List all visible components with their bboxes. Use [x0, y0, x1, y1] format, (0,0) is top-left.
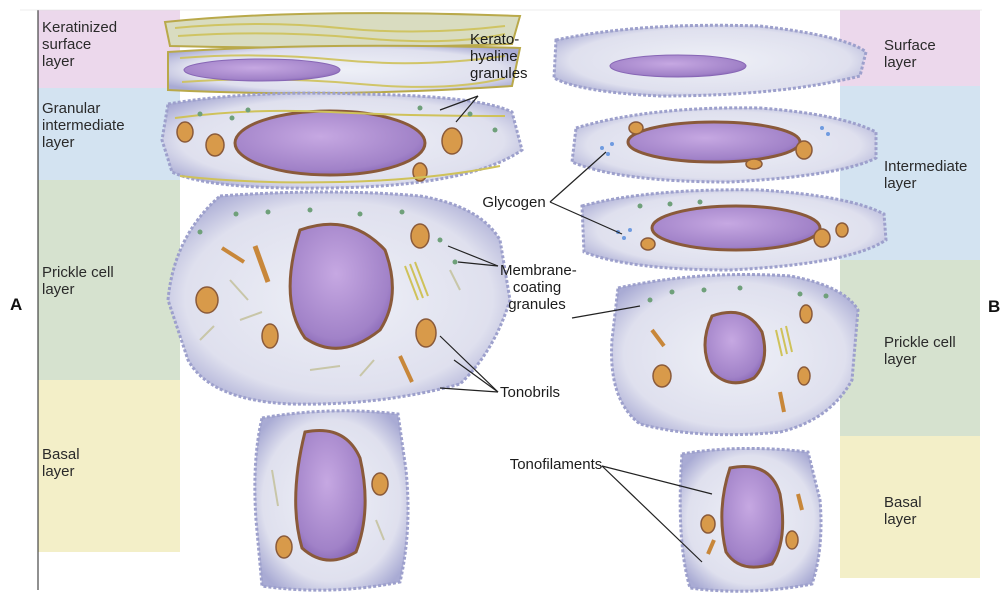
annotation-membrane-coating-granules: Membrane- coating granules — [500, 262, 574, 313]
annotation-tonobrils: Tonobrils — [500, 384, 574, 401]
annotation-glycogen: Glycogen — [476, 194, 552, 211]
keratinized-nucleus — [184, 59, 340, 81]
prickle-nucleus-left — [290, 224, 392, 348]
basal-nucleus-right — [722, 466, 783, 567]
left-layer-label-basal: Basal layer — [42, 446, 80, 480]
panel-letter-b: B — [988, 297, 1000, 317]
annotation-tonofilaments: Tonofilaments — [504, 456, 608, 473]
right-layer-label-intermediate: Intermediate layer — [884, 158, 967, 192]
left-layer-label-granular: Granular intermediate layer — [42, 100, 125, 151]
right-layer-label-surface: Surface layer — [884, 37, 936, 71]
left-layer-label-keratinized: Keratinized surface layer — [42, 19, 117, 70]
basal-nucleus-left — [296, 430, 365, 560]
intermediate-nucleus-2-right — [652, 206, 820, 250]
annotation-keratohyaline-granules: Kerato- hyaline granules — [470, 31, 554, 82]
granular-nucleus-left — [235, 111, 425, 175]
right-layer-label-basal: Basal layer — [884, 494, 922, 528]
right-layer-label-prickle: Prickle cell layer — [884, 334, 956, 368]
intermediate-nucleus-1-right — [628, 122, 800, 162]
prickle-nucleus-right — [705, 312, 765, 382]
surface-nucleus-right — [610, 55, 746, 77]
left-layer-label-prickle: Prickle cell layer — [42, 264, 114, 298]
panel-letter-a: A — [10, 295, 22, 315]
